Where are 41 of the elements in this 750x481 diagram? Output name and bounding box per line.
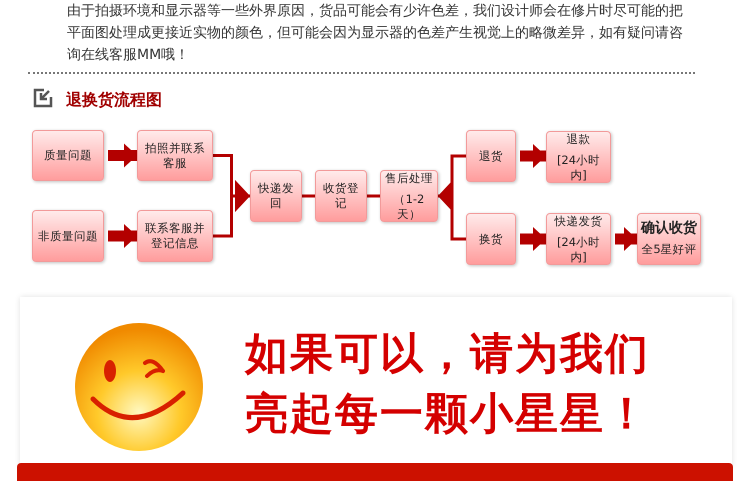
step-text: 拍照并联系客服 — [144, 140, 206, 170]
block-arrow — [108, 224, 137, 248]
step-text: 确认收货 — [641, 221, 697, 236]
step-box — [32, 210, 104, 262]
step-text: 联系客服并登记信息 — [144, 221, 206, 251]
block-arrow — [520, 227, 546, 251]
step-text: （1-2天） — [392, 192, 426, 222]
step-text: 收货登记 — [322, 181, 360, 211]
step-text: 换货 — [479, 232, 503, 246]
slogan-text: 如果可以，请为我们 — [245, 328, 650, 381]
slogan-text: 亮起每一颗小星星！ — [245, 388, 650, 441]
connector-line — [438, 180, 466, 240]
block-arrow — [615, 227, 637, 251]
step-box — [466, 213, 516, 265]
step-box — [546, 213, 611, 265]
step-text: [24小时内] — [556, 234, 602, 264]
step-text: 快递发货 — [554, 214, 602, 228]
step-text: 质量问题 — [44, 148, 92, 163]
step-text: [24小时内] — [556, 152, 602, 182]
connector-line — [213, 180, 250, 238]
note-paragraph: 由于拍摄环境和显示器等一些外界原因，货品可能会有少许色差，我们设计师会在修片时尽可能的把平面图处理成更接近实物的颜色，但可能会因为显示器的色差产生视觉上的略微差异，如有疑问请咨询在线客服MM哦！ — [67, 2, 684, 65]
step-text: 全5星好评 — [641, 242, 697, 257]
step-text: 退款 — [566, 132, 590, 146]
step-box — [137, 130, 213, 181]
block-arrow — [108, 144, 137, 168]
step-box — [315, 170, 367, 222]
step-box — [546, 131, 611, 183]
diagram-title: 退换货流程图 — [66, 90, 162, 111]
step-text: 售后处理 — [385, 170, 433, 186]
connector-line — [302, 194, 315, 198]
step-box — [137, 210, 213, 262]
step-text: 非质量问题 — [38, 228, 98, 244]
connector-line — [367, 194, 380, 198]
step-box — [380, 170, 438, 222]
step-box — [637, 213, 701, 265]
step-box — [32, 130, 104, 181]
step-box — [250, 170, 302, 222]
block-arrow — [520, 144, 546, 168]
step-text: 退货 — [479, 148, 503, 164]
step-box — [466, 130, 516, 182]
step-text: 快递发回 — [256, 181, 295, 211]
